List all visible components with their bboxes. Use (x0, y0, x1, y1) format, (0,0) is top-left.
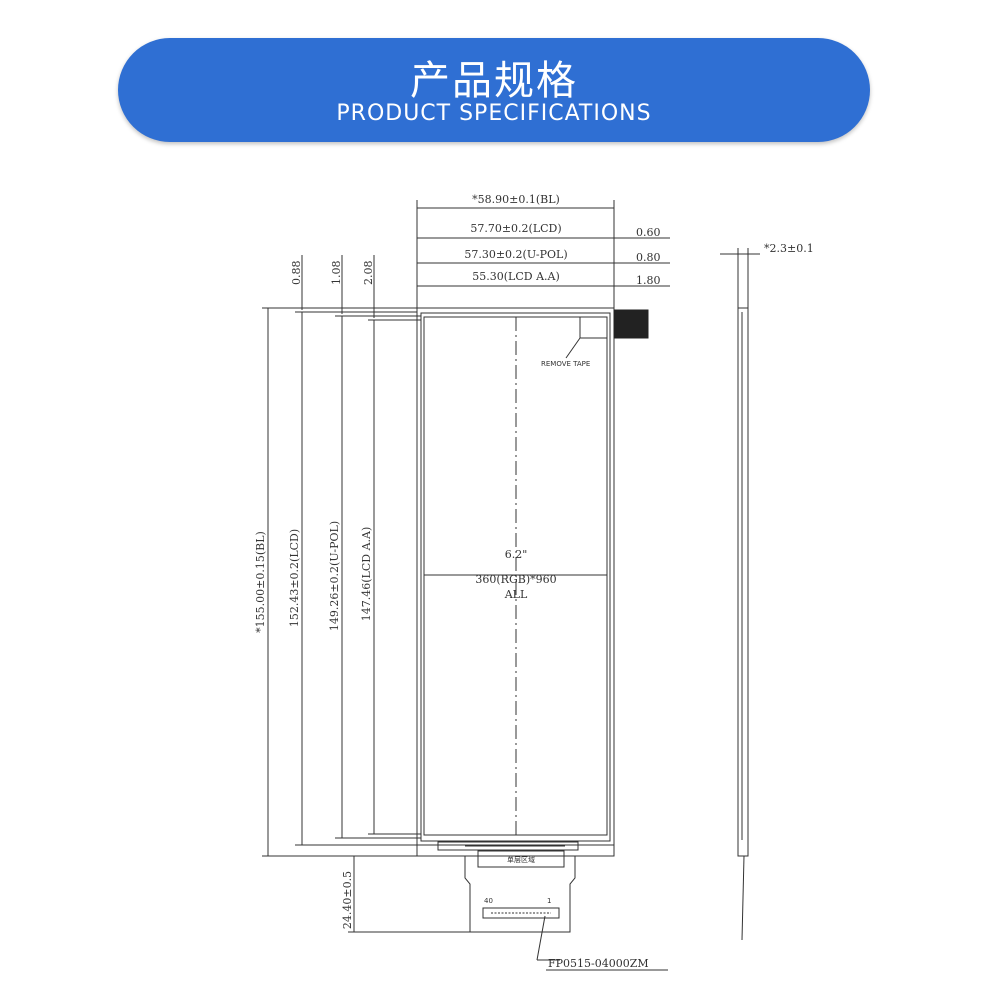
width-upol-label: 57.30±0.2(U-POL) (464, 248, 567, 261)
backlight-outline (416, 307, 615, 857)
width-aa-label: 55.30(LCD A.A) (472, 270, 560, 283)
single-layer-area-label: 单层区域 (507, 855, 535, 864)
fpc-part-number: FP0515-04000ZM (548, 957, 649, 970)
right-offset-1: 0.80 (636, 251, 661, 264)
pin-40-label: 40 (484, 897, 493, 905)
fpc-length-label: 24.40±0.5 (341, 871, 354, 929)
pin-1-label: 1 (547, 897, 551, 905)
module-side-view: *2.3±0.1 (720, 242, 814, 941)
top-offset-0: 0.88 (290, 261, 303, 286)
title-banner: 产品规格 PRODUCT SPECIFICATIONS (118, 38, 870, 142)
banner-title: 产品规格 (410, 58, 578, 104)
resolution-label: 360(RGB)*960 (475, 573, 556, 586)
single-layer-area (477, 850, 565, 868)
width-lcd-label: 57.70±0.2(LCD) (470, 222, 561, 235)
right-offset-0: 0.60 (636, 226, 661, 239)
width-bl-label: *58.90±0.1(BL) (472, 193, 560, 206)
height-upol-label: 149.26±0.2(U-POL) (328, 521, 341, 631)
top-offset-1: 1.08 (330, 261, 343, 286)
height-aa-label: 147.46(LCD A.A) (360, 527, 373, 622)
remove-tape-label: REMOVE TAPE (541, 360, 590, 368)
width-dimensions: *58.90±0.1(BL) 57.70±0.2(LCD) 57.30±0.2(… (416, 193, 670, 310)
lcd-outline (420, 312, 611, 842)
height-lcd-label: 152.43±0.2(LCD) (288, 529, 301, 627)
glass-ledge (437, 841, 579, 851)
banner-subtitle: PRODUCT SPECIFICATIONS (336, 101, 652, 126)
height-dimensions: *155.00±0.15(BL) 152.43±0.2(LCD) 149.26±… (254, 307, 421, 857)
fpc-contacts (482, 907, 560, 919)
protective-film-tab (613, 309, 649, 339)
side-profile (737, 307, 749, 857)
height-bl-label: *155.00±0.15(BL) (254, 531, 267, 633)
fpc-length-dimension: 24.40±0.5 (341, 856, 470, 933)
diagonal-size-label: 6.2" (505, 548, 528, 561)
thickness-label: *2.3±0.1 (764, 242, 814, 255)
fpc-cable: 单层区域 40 1 FP0515-04000ZM (464, 850, 668, 971)
view-label: ALL (504, 588, 528, 601)
module-front-view: REMOVE TAPE 6.2" 360(RGB)*960 ALL (416, 307, 649, 857)
top-offset-2: 2.08 (362, 261, 375, 286)
right-offset-2: 1.80 (636, 274, 661, 287)
top-offsets: 0.88 1.08 2.08 (290, 255, 375, 318)
